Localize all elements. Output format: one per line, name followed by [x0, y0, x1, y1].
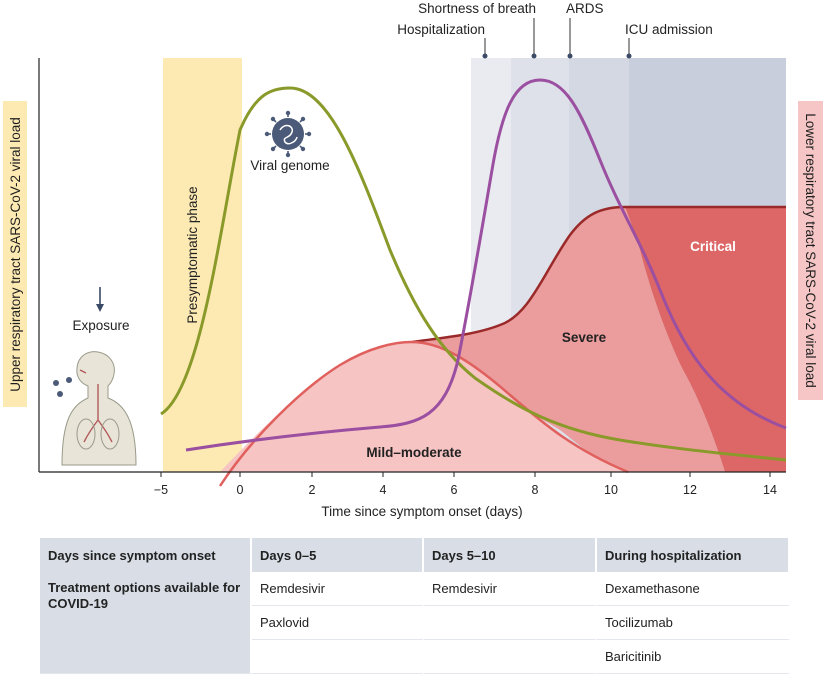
table-cell: Paxlovid: [252, 606, 424, 640]
upper-respiratory-axis-label: Upper respiratory tract SARS-CoV-2 viral…: [7, 116, 23, 392]
event-marker-hospitalization: Hospitalization: [397, 22, 488, 59]
x-axis-label: Time since symptom onset (days): [321, 504, 522, 519]
virus-icon: [264, 110, 312, 158]
x-tick-label: 6: [451, 483, 458, 497]
virus-particles-icon: [53, 377, 72, 397]
mild-moderate-area: [220, 342, 628, 472]
exposure-arrowhead-icon: [96, 304, 104, 312]
table-header-row: Days since symptom onset Days 0–5 Days 5…: [40, 538, 790, 572]
table-row: Treatment options available for COVID-19…: [40, 572, 790, 674]
event-marker-icu-admission: ICU admission: [625, 22, 713, 59]
mild-moderate-label: Mild–moderate: [366, 445, 462, 460]
event-label-shortness-of-breath: Shortness of breath: [418, 1, 536, 16]
treatment-table: Days since symptom onset Days 0–5 Days 5…: [40, 538, 790, 674]
x-tick-label: 14: [763, 483, 777, 497]
exposure-label: Exposure: [72, 318, 129, 333]
presymptomatic-phase-label: Presymptomatic phase: [185, 186, 200, 323]
table-cell: [424, 640, 597, 674]
lower-respiratory-viral-load-curve: [185, 78, 787, 452]
x-tick-label: 2: [309, 483, 316, 497]
respiratory-tract-illustration-icon: [61, 351, 137, 466]
critical-label: Critical: [690, 239, 736, 254]
table-cell: Tocilizumab: [597, 606, 790, 640]
critical-area: [625, 207, 786, 472]
table-cell: [424, 606, 597, 640]
diagram-canvas: −5 0 2 4 6 8 10 12 14 Time since symptom…: [38, 1, 787, 519]
table-cell: [252, 640, 424, 674]
lower-respiratory-axis-badge: Lower respiratory tract SARS-CoV-2 viral…: [798, 101, 823, 400]
mild-moderate-outline: [218, 340, 629, 487]
table-header-cell: Days 0–5: [252, 538, 424, 572]
lower-respiratory-axis-label: Lower respiratory tract SARS-CoV-2 viral…: [803, 113, 819, 388]
table-cell: Remdesivir: [424, 572, 597, 606]
table-row: Paxlovid Tocilizumab: [40, 606, 790, 640]
event-marker-shortness-of-breath: Shortness of breath: [418, 1, 537, 59]
event-label-icu-admission: ICU admission: [625, 22, 713, 37]
table-header-cell: Days 5–10: [424, 538, 597, 572]
table-cell: Remdesivir: [252, 572, 424, 606]
x-tick-label: −5: [154, 483, 168, 497]
severe-area: [412, 207, 725, 472]
upper-respiratory-axis-badge: Upper respiratory tract SARS-CoV-2 viral…: [3, 101, 27, 407]
x-tick-label: 0: [237, 483, 244, 497]
table-cell: Dexamethasone: [597, 572, 790, 606]
table-row: Baricitinib: [40, 640, 790, 674]
x-axis-ticks: [160, 472, 771, 477]
event-label-ards: ARDS: [566, 1, 604, 16]
x-tick-label: 4: [380, 483, 387, 497]
x-tick-label: 10: [604, 483, 618, 497]
severe-label: Severe: [562, 330, 607, 345]
table-header-cell: Days since symptom onset: [40, 538, 252, 572]
table-cell: Baricitinib: [597, 640, 790, 674]
severe-outline: [411, 205, 786, 344]
upper-respiratory-viral-load-curve: [160, 86, 787, 462]
x-tick-label: 12: [683, 483, 697, 497]
presymptomatic-band: [163, 58, 242, 472]
x-tick-label: 8: [532, 483, 539, 497]
event-marker-ards: ARDS: [566, 1, 604, 59]
viral-genome-label: Viral genome: [250, 158, 329, 173]
table-header-cell: During hospitalization: [597, 538, 790, 572]
disease-course-diagram: Upper respiratory tract SARS-CoV-2 viral…: [3, 1, 823, 519]
event-label-hospitalization: Hospitalization: [397, 22, 485, 37]
table-row-header: Treatment options available for COVID-19: [40, 572, 252, 674]
